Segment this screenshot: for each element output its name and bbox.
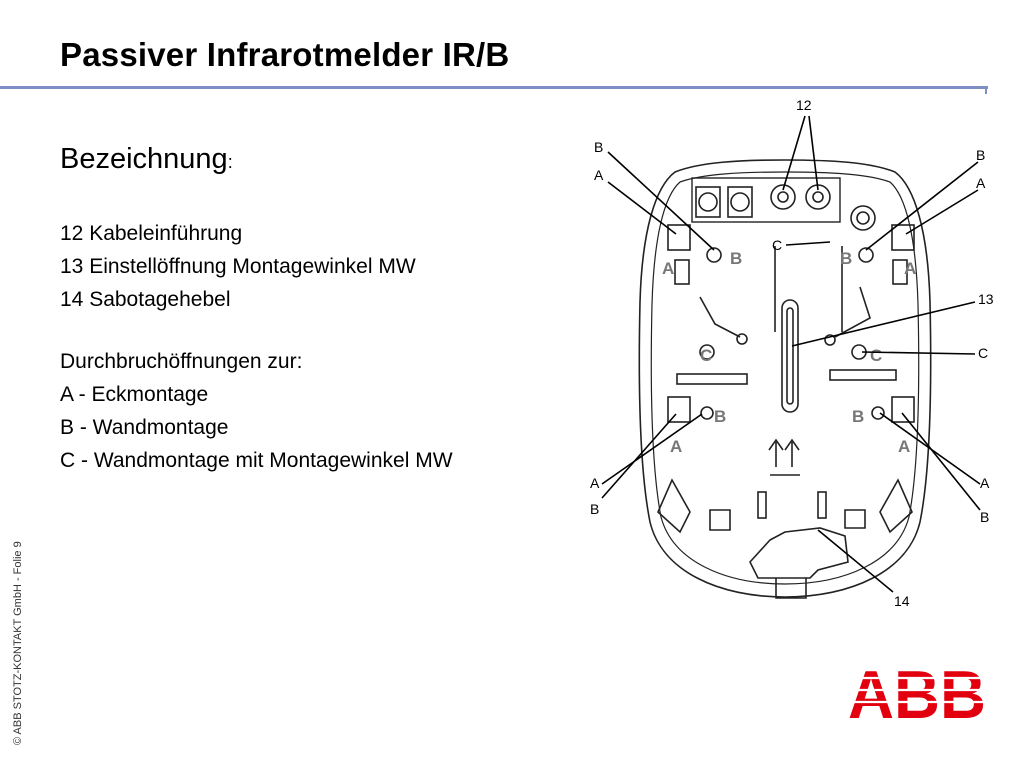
inner-label-c-left: C <box>700 346 712 365</box>
inner-label-b-left-bottom: B <box>714 407 726 426</box>
inner-label-a-left-bottom: A <box>670 437 682 456</box>
opening-c: C - Wandmontage mit Montagewinkel MW <box>60 449 453 472</box>
designation-list: 12 Kabeleinführung 13 Einstellöffnung Mo… <box>60 217 416 316</box>
callout-a-bottom-left: A <box>590 475 600 491</box>
inner-label-b-right-top: B <box>840 249 852 268</box>
detector-diagram: A B B A C C B B A A 12 B A B A C 13 C A <box>590 97 994 609</box>
title-underline <box>0 86 988 89</box>
designation-12: 12 Kabeleinführung <box>60 222 243 245</box>
callout-b-bottom-right: B <box>980 509 989 525</box>
inner-label-c-right: C <box>870 346 882 365</box>
abb-logo-text: ABB <box>848 664 986 724</box>
callout-12: 12 <box>796 97 812 113</box>
inner-label-b-right-bottom: B <box>852 407 864 426</box>
openings-list: Durchbruchöffnungen zur: A - Eckmontage … <box>60 345 453 477</box>
callout-b-bottom-left: B <box>590 501 599 517</box>
opening-a: A - Eckmontage <box>60 383 209 406</box>
section-heading: Bezeichnung: <box>60 143 233 176</box>
inner-label-b-left-top: B <box>730 249 742 268</box>
page-title: Passiver Infrarotmelder IR/B <box>60 36 510 73</box>
title-underline-end <box>985 86 987 94</box>
callout-14: 14 <box>894 593 910 609</box>
designation-13: 13 Einstellöffnung Montagewinkel MW <box>60 255 416 278</box>
callout-b-top-left: B <box>594 139 603 155</box>
inner-label-a-right-top: A <box>904 259 916 278</box>
tamper-lever <box>749 527 849 579</box>
callout-13: 13 <box>978 291 994 307</box>
housing-inner <box>650 171 920 585</box>
cable-entry-block <box>691 177 841 223</box>
heading-text: Bezeichnung <box>60 143 228 175</box>
inner-label-a-right-bottom: A <box>898 437 910 456</box>
housing-outer <box>638 159 932 598</box>
callout-c-right: C <box>978 345 988 361</box>
adjustment-slot <box>781 299 799 413</box>
callout-a-top-right: A <box>976 175 986 191</box>
designation-14: 14 Sabotagehebel <box>60 288 231 311</box>
opening-b: B - Wandmontage <box>60 416 229 439</box>
copyright-footer: © ABB STOTZ-KONTAKT GmbH - Folie 9 <box>12 541 24 745</box>
callout-a-bottom-right: A <box>980 475 990 491</box>
callout-c-top: C <box>772 237 782 253</box>
inner-label-a-left-top: A <box>662 259 674 278</box>
openings-intro: Durchbruchöffnungen zur: <box>60 350 303 373</box>
abb-logo: ABB <box>848 664 988 724</box>
callout-b-top-right: B <box>976 147 985 163</box>
callout-a-top-left: A <box>594 167 604 183</box>
heading-colon: : <box>227 152 233 172</box>
